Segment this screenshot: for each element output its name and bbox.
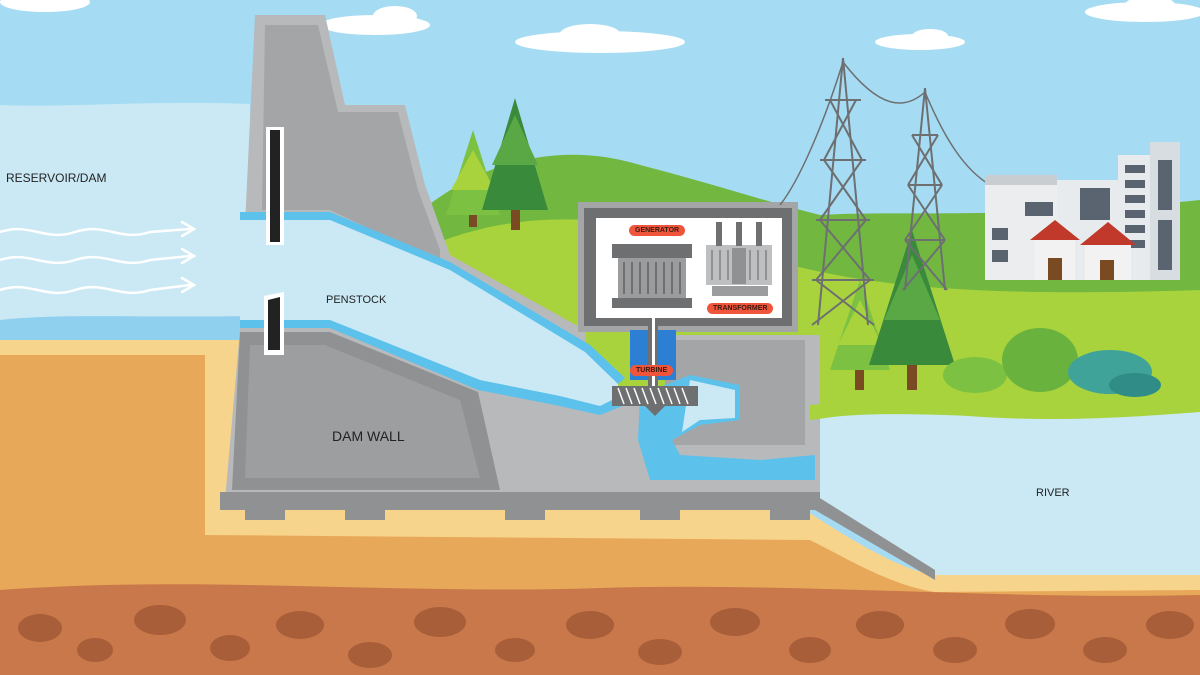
reservoir-water [0,102,250,336]
transformer-label: TRANSFORMER [707,303,774,314]
water-flow-arrows [0,220,197,295]
generator-label: GENERATOR [629,225,686,236]
dam-upper-face [262,25,440,262]
transmission-tower [902,87,948,291]
generator [612,244,692,308]
river [810,408,1200,575]
penstock-flow-bottom [240,320,625,415]
bushes [943,328,1161,397]
penstock-label: PENSTOCK [326,294,387,306]
clouds [0,0,1200,53]
tree [869,230,955,390]
tree [482,98,548,230]
dam-wall-label: DAM WALL [332,428,405,444]
turbine [612,386,698,416]
buildings [985,142,1180,280]
turbine-label: TURBINE [630,365,674,376]
dam-foundation [220,492,820,510]
transformer [706,222,772,296]
penstock-water [240,218,618,412]
power-lines [779,61,991,206]
reservoir-label: RESERVOIR/DAM [6,171,107,185]
river-label: RIVER [1036,487,1070,499]
spillway-slope [815,495,935,580]
tree [446,130,500,227]
transmission-tower [811,57,875,326]
soil-rocks [18,605,1194,668]
